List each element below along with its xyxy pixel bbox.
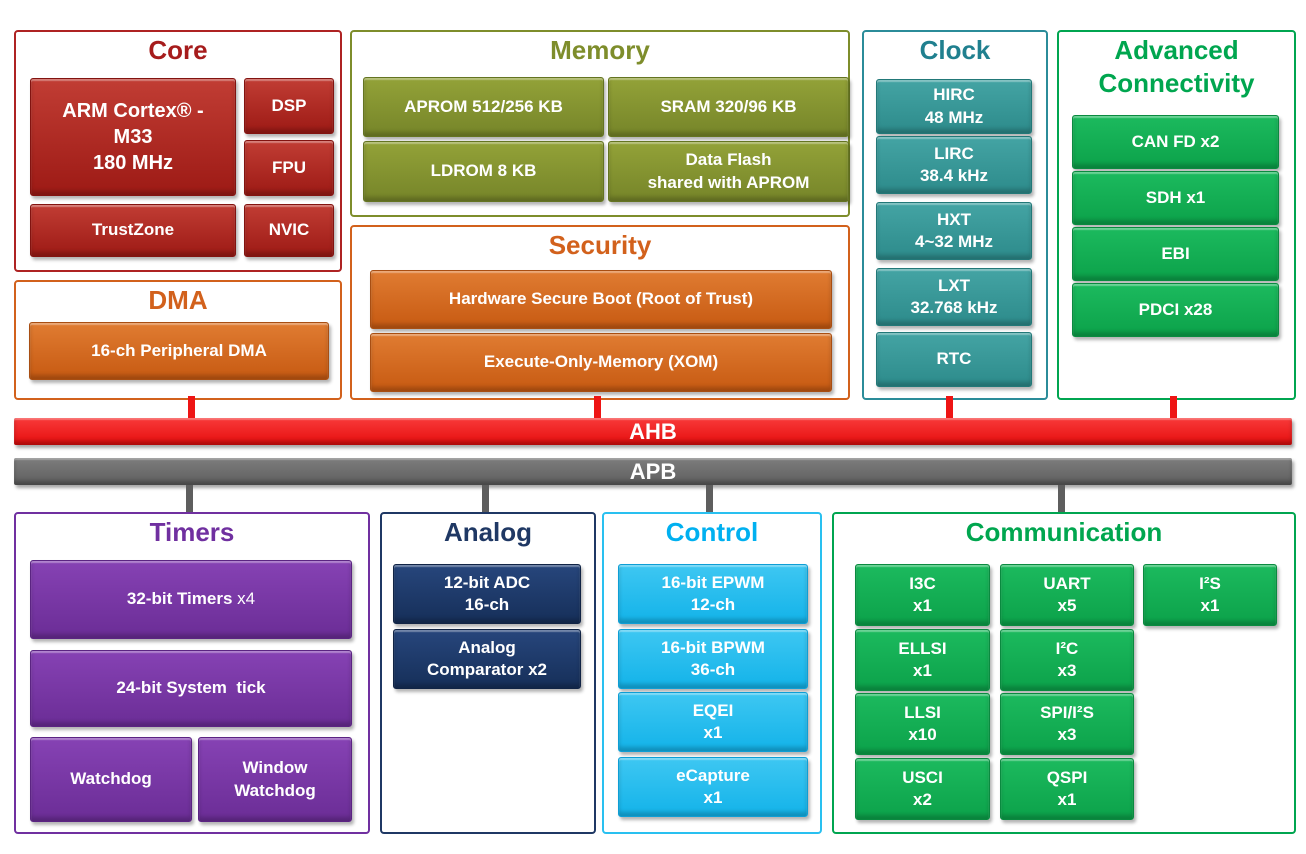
timers-title: Timers bbox=[149, 517, 235, 547]
connector-apb-timers bbox=[186, 485, 193, 512]
communication-title: Communication bbox=[965, 517, 1163, 547]
block-dsp: DSP bbox=[244, 78, 334, 134]
apb-bus: APB bbox=[14, 458, 1292, 485]
connector-apb-communication bbox=[1058, 485, 1065, 512]
section-control: Control 16-bit EPWM 12-ch 16-bit BPWM 36… bbox=[602, 512, 822, 834]
block-hirc: HIRC 48 MHz bbox=[876, 79, 1032, 134]
block-qspi: QSPI x1 bbox=[1000, 758, 1134, 820]
block-sdh: SDH x1 bbox=[1072, 171, 1279, 225]
block-spi-i2s: SPI/I²S x3 bbox=[1000, 693, 1134, 755]
block-bpwm: 16-bit BPWM 36-ch bbox=[618, 629, 808, 689]
block-i3c: I3C x1 bbox=[855, 564, 990, 626]
advanced-connectivity-title: Advanced Connectivity bbox=[1098, 35, 1255, 98]
block-watchdog: Watchdog bbox=[30, 737, 192, 822]
block-nvic: NVIC bbox=[244, 204, 334, 257]
block-secure-boot: Hardware Secure Boot (Root of Trust) bbox=[370, 270, 832, 329]
block-epwm: 16-bit EPWM 12-ch bbox=[618, 564, 808, 624]
control-title: Control bbox=[665, 517, 759, 547]
connector-clock-ahb bbox=[946, 396, 953, 418]
block-peripheral-dma: 16-ch Peripheral DMA bbox=[29, 322, 329, 380]
block-aprom: APROM 512/256 KB bbox=[363, 77, 604, 137]
section-dma: DMA 16-ch Peripheral DMA bbox=[14, 280, 342, 400]
connector-advanced-connectivity-ahb bbox=[1170, 396, 1177, 418]
block-eqei: EQEI x1 bbox=[618, 692, 808, 752]
analog-title: Analog bbox=[443, 517, 533, 547]
block-uart: UART x5 bbox=[1000, 564, 1134, 626]
connector-apb-control bbox=[706, 485, 713, 512]
block-xom: Execute-Only-Memory (XOM) bbox=[370, 333, 832, 392]
block-sram: SRAM 320/96 KB bbox=[608, 77, 849, 137]
block-fpu: FPU bbox=[244, 140, 334, 196]
connector-security-ahb bbox=[594, 396, 601, 418]
block-32bit-timers: 32-bit Timers x4 bbox=[30, 560, 352, 639]
block-hxt: HXT 4~32 MHz bbox=[876, 202, 1032, 260]
block-analog-comparator: Analog Comparator x2 bbox=[393, 629, 581, 689]
block-pdci: PDCI x28 bbox=[1072, 283, 1279, 337]
section-core: Core ARM Cortex® - M33 180 MHz DSP FPU T… bbox=[14, 30, 342, 272]
section-security: Security Hardware Secure Boot (Root of T… bbox=[350, 225, 850, 400]
block-canfd: CAN FD x2 bbox=[1072, 115, 1279, 169]
block-lxt: LXT 32.768 kHz bbox=[876, 268, 1032, 326]
section-memory: Memory APROM 512/256 KB SRAM 320/96 KB L… bbox=[350, 30, 850, 217]
block-window-watchdog: Window Watchdog bbox=[198, 737, 352, 822]
section-analog: Analog 12-bit ADC 16-ch Analog Comparato… bbox=[380, 512, 596, 834]
core-title: Core bbox=[148, 35, 208, 65]
block-llsi: LLSI x10 bbox=[855, 693, 990, 755]
connector-dma-ahb bbox=[188, 396, 195, 418]
clock-title: Clock bbox=[919, 35, 991, 65]
block-rtc: RTC bbox=[876, 332, 1032, 387]
block-usci: USCI x2 bbox=[855, 758, 990, 820]
block-trustzone: TrustZone bbox=[30, 204, 236, 257]
block-lirc: LIRC 38.4 kHz bbox=[876, 136, 1032, 194]
section-clock: Clock HIRC 48 MHz LIRC 38.4 kHz HXT 4~32… bbox=[862, 30, 1048, 400]
block-data-flash: Data Flash shared with APROM bbox=[608, 141, 849, 202]
block-adc: 12-bit ADC 16-ch bbox=[393, 564, 581, 624]
block-ebi: EBI bbox=[1072, 227, 1279, 281]
section-communication: Communication I3C x1 UART x5 I²S x1 ELLS… bbox=[832, 512, 1296, 834]
security-title: Security bbox=[548, 230, 652, 260]
section-advanced-connectivity: Advanced Connectivity CAN FD x2 SDH x1 E… bbox=[1057, 30, 1296, 400]
block-ldrom: LDROM 8 KB bbox=[363, 141, 604, 202]
block-systick: 24-bit System tick bbox=[30, 650, 352, 727]
block-arm-cortex-m33: ARM Cortex® - M33 180 MHz bbox=[30, 78, 236, 196]
dma-title: DMA bbox=[148, 285, 208, 315]
connector-apb-analog bbox=[482, 485, 489, 512]
memory-title: Memory bbox=[550, 35, 650, 65]
block-ellsi: ELLSI x1 bbox=[855, 629, 990, 691]
section-timers: Timers 32-bit Timers x4 24-bit System ti… bbox=[14, 512, 370, 834]
block-ecapture: eCapture x1 bbox=[618, 757, 808, 817]
block-i2c: I²C x3 bbox=[1000, 629, 1134, 691]
ahb-bus: AHB bbox=[14, 418, 1292, 445]
block-i2s: I²S x1 bbox=[1143, 564, 1277, 626]
